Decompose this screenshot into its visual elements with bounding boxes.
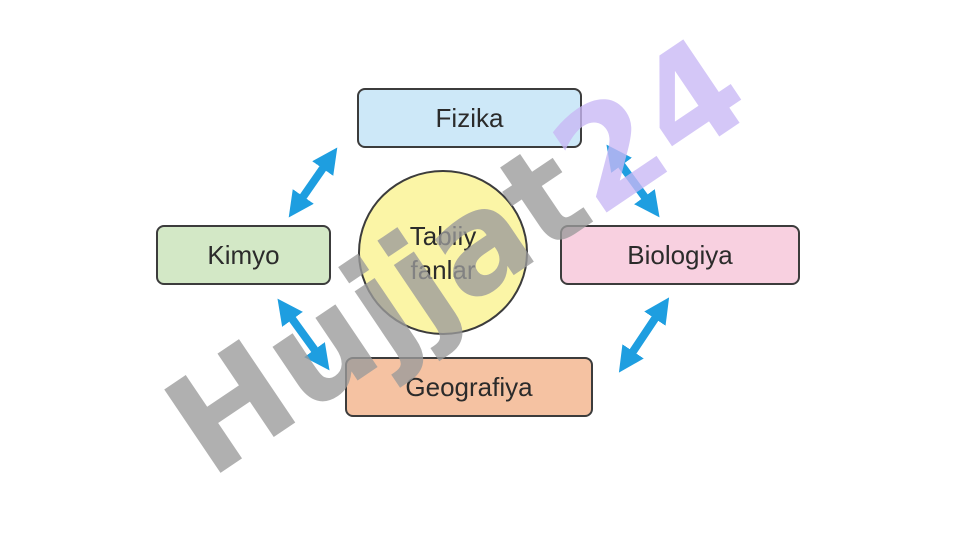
node-geografiya-label: Geografiya [405, 371, 533, 402]
node-geografiya: Geografiya [345, 357, 593, 417]
arrow-top-left [288, 147, 338, 218]
node-fizika-label: Fizika [435, 102, 504, 133]
node-biologiya-label: Biologiya [627, 239, 733, 270]
watermark-brand: Hujjat [138, 112, 616, 507]
node-kimyo-label: Kimyo [207, 239, 280, 270]
arrow-bottom-right [618, 297, 670, 373]
center-node-tabiiy-fanlar: Tabiiy fanlar [358, 170, 528, 335]
node-kimyo: Kimyo [156, 225, 331, 285]
center-node-label: Tabiiy fanlar [409, 220, 477, 285]
node-fizika: Fizika [357, 88, 582, 148]
arrow-top-right [606, 144, 660, 218]
node-biologiya: Biologiya [560, 225, 800, 285]
arrow-bottom-left [277, 298, 330, 371]
